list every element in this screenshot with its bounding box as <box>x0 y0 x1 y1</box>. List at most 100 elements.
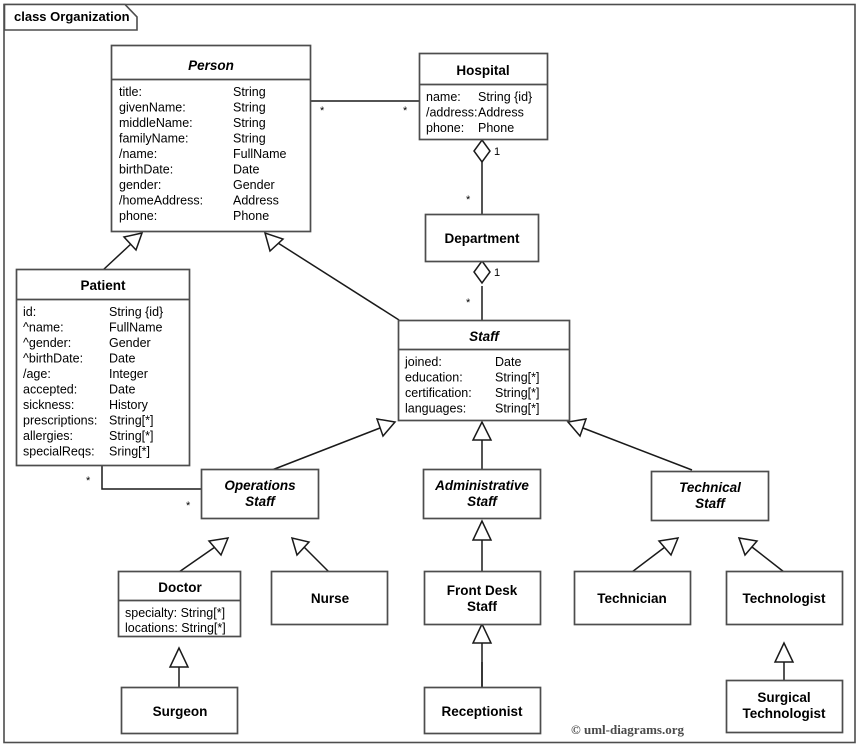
class-technologist[interactable]: Technologist <box>725 570 844 626</box>
class-doctor-box <box>117 570 242 638</box>
class-technician-title: Technician <box>597 591 667 606</box>
class-patient-attr-type-5: Date <box>109 383 135 397</box>
copyright-notice: © uml-diagrams.org <box>571 722 684 737</box>
class-surgeon[interactable]: Surgeon <box>120 686 239 735</box>
mult-patient-ops-left: * <box>86 475 91 487</box>
class-surgeon-box <box>120 686 239 735</box>
gen-arrow-staff-person <box>263 231 285 253</box>
class-technician-box <box>573 570 692 626</box>
class-staff-attr-name-3: languages: <box>405 402 466 416</box>
class-patient-attr-type-3: Date <box>109 352 135 366</box>
gen-arrow-frontdesk-administrative <box>471 519 493 541</box>
class-patient-title: Patient <box>80 278 126 293</box>
gen-arrow-nurse-operations <box>290 536 311 557</box>
class-hospital-attr-name-2: phone: <box>426 121 464 135</box>
class-patient-attr-name-3: ^birthDate: <box>23 352 83 366</box>
class-person-attr-type-2: String <box>233 116 266 130</box>
class-operations-staff-title-line1: Operations <box>224 478 296 493</box>
frame-tab-label: class Organization <box>14 9 130 24</box>
class-person-attr-type-3: String <box>233 132 266 146</box>
class-staff-attr-type-2: String[*] <box>495 386 539 400</box>
class-staff-box <box>397 319 571 422</box>
class-operations-staff-title-line2: Staff <box>245 494 276 509</box>
mult-staff-many: * <box>466 297 471 309</box>
class-person-attr-name-0: title: <box>119 85 142 99</box>
class-person-attr-name-5: birthDate: <box>119 163 173 177</box>
class-department[interactable]: Department <box>424 213 540 263</box>
class-hospital-attr-type-2: Phone <box>478 121 514 135</box>
class-staff-title: Staff <box>469 329 500 344</box>
gen-arrow-patient-person <box>122 231 144 252</box>
class-hospital-attr-name-0: name: <box>426 90 461 104</box>
mult-department-many: * <box>466 194 471 206</box>
class-person[interactable]: Person title: String givenName: String m… <box>110 44 312 233</box>
class-patient-attr-name-1: ^name: <box>23 321 64 335</box>
gen-arrow-administrative-staff <box>471 420 493 441</box>
class-administrative-staff[interactable]: Administrative Staff <box>422 468 542 520</box>
class-person-attr-type-0: String <box>233 85 266 99</box>
edge-technical-staff <box>582 427 693 471</box>
class-technician[interactable]: Technician <box>573 570 692 626</box>
class-patient-attr-type-9: Sring[*] <box>109 445 150 459</box>
class-person-attr-name-7: /homeAddress: <box>119 194 203 208</box>
class-person-attr-type-4: FullName <box>233 147 287 161</box>
class-person-attr-name-4: /name: <box>119 147 157 161</box>
class-doctor-title: Doctor <box>158 580 202 595</box>
edge-staff-person <box>277 242 400 321</box>
class-patient-attr-name-5: accepted: <box>23 383 77 397</box>
class-staff-attr-type-3: String[*] <box>495 402 539 416</box>
class-staff-attr-type-1: String[*] <box>495 371 539 385</box>
class-department-box <box>424 213 540 263</box>
class-hospital[interactable]: Hospital name: String {id} /address: Add… <box>418 52 549 141</box>
edge-patient-person <box>102 242 133 271</box>
class-doctor[interactable]: Doctor specialty: String[*] locations: S… <box>117 570 242 638</box>
class-receptionist[interactable]: Receptionist <box>423 686 542 735</box>
class-staff-attr-name-0: joined: <box>404 355 442 369</box>
gen-arrow-surgeon-doctor <box>168 646 190 668</box>
class-staff[interactable]: Staff joined: Date education: String[*] … <box>397 319 571 422</box>
class-person-attr-type-5: Date <box>233 163 259 177</box>
class-hospital-attr-type-1: Address <box>478 106 524 120</box>
edge-technologist-technical <box>751 546 785 573</box>
class-person-attr-type-8: Phone <box>233 209 269 223</box>
class-person-attr-name-8: phone: <box>119 209 157 223</box>
class-surgical-technologist-box <box>725 679 844 734</box>
class-patient-box <box>15 268 191 467</box>
class-patient-attr-type-1: FullName <box>109 321 163 335</box>
gen-arrow-technologist-technical <box>737 537 759 557</box>
class-nurse-box <box>270 570 389 626</box>
class-front-desk-staff[interactable]: Front Desk Staff <box>423 570 542 626</box>
edge-doctor-operations <box>178 546 216 573</box>
class-nurse[interactable]: Nurse <box>270 570 389 626</box>
gen-arrow-technical-staff <box>566 418 588 438</box>
class-operations-staff-box <box>200 468 320 520</box>
mult-hospital-one: 1 <box>494 146 500 158</box>
class-person-attr-name-6: gender: <box>119 178 161 192</box>
class-front-desk-staff-title-line1: Front Desk <box>447 583 518 598</box>
class-technical-staff-box <box>650 470 770 522</box>
class-patient-attr-type-8: String[*] <box>109 429 153 443</box>
class-surgical-technologist[interactable]: Surgical Technologist <box>725 679 844 734</box>
gen-arrow-surgicaltech-technologist <box>773 641 795 663</box>
class-surgical-technologist-title-line2: Technologist <box>743 706 827 721</box>
class-administrative-staff-title-line1: Administrative <box>434 478 529 493</box>
class-patient-attr-type-6: History <box>109 398 149 412</box>
class-surgical-technologist-title-line1: Surgical <box>757 690 810 705</box>
class-patient-attr-name-0: id: <box>23 305 36 319</box>
mult-person-hospital-right: * <box>403 105 408 117</box>
class-patient-attr-name-9: specialReqs: <box>23 445 95 459</box>
edge-patient-operations-staff <box>101 465 201 490</box>
frame-tab <box>3 3 138 31</box>
edge-technician-technical <box>631 546 666 573</box>
class-person-attr-type-6: Gender <box>233 178 275 192</box>
class-operations-staff[interactable]: Operations Staff <box>200 468 320 520</box>
class-technical-staff[interactable]: Technical Staff <box>650 470 770 522</box>
class-patient[interactable]: Patient id: String {id} ^name: FullName … <box>15 268 191 467</box>
aggregation-diamond-hospital <box>473 138 491 164</box>
class-person-attr-type-7: Address <box>233 194 279 208</box>
class-technical-staff-title-line1: Technical <box>679 480 741 495</box>
class-surgeon-title: Surgeon <box>153 704 208 719</box>
class-patient-attr-type-4: Integer <box>109 367 148 381</box>
gen-arrow-technician-technical <box>657 537 680 557</box>
